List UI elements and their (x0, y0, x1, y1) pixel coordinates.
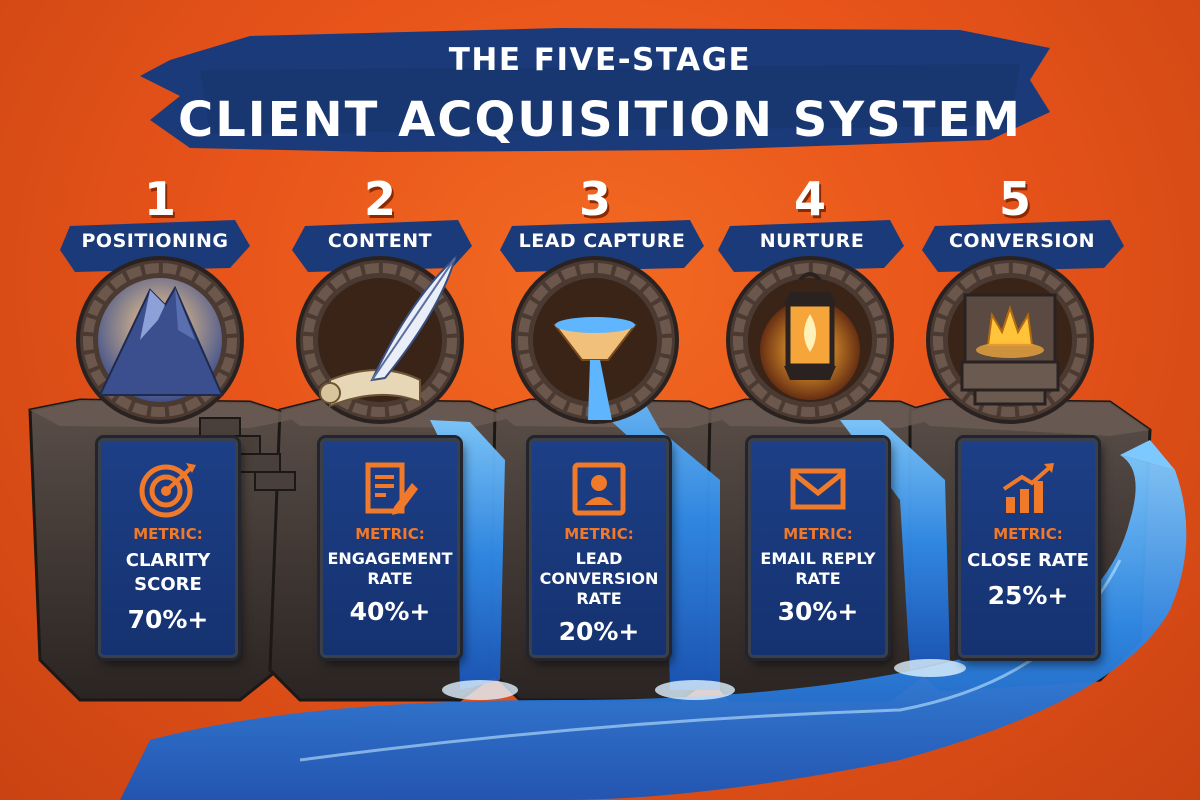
stage-3-label: LEAD CAPTURE (518, 230, 686, 252)
page-title: CLIENT ACQUISITION SYSTEM (177, 92, 1022, 148)
metric-value: 40%+ (349, 597, 431, 626)
stage-3-number: 3 (578, 172, 611, 226)
target-icon (139, 463, 196, 518)
metric-label: METRIC: (993, 525, 1063, 543)
metric-name: LEAD CONVERSION RATE (539, 549, 659, 608)
throne-scene (948, 278, 1072, 406)
stage-2-label: CONTENT (327, 230, 433, 252)
stage-1-number: 1 (143, 172, 176, 226)
metric-label: METRIC: (564, 525, 634, 543)
metric-value: 25%+ (987, 581, 1069, 610)
title-line-1: THE FIVE-STAGE (448, 42, 752, 78)
stage-3-metric-card: METRIC: LEAD CONVERSION RATE 20%+ (529, 438, 669, 658)
stage-4-label: NURTURE (759, 230, 865, 252)
metric-name: ENGAGEMENT RATE (327, 549, 453, 588)
metric-label: METRIC: (133, 525, 203, 543)
stage-2-number: 2 (363, 172, 396, 226)
stage-2-metric-card: METRIC: ENGAGEMENT RATE 40%+ (320, 438, 460, 658)
stage-1-metric-card: METRIC: CLARITY SCORE 70%+ (98, 438, 238, 658)
quill-scene (318, 254, 457, 408)
metric-value: 30%+ (777, 597, 859, 626)
stage-4-number: 4 (793, 172, 826, 226)
funnel-scene (533, 278, 657, 420)
stage-5-metric-card: METRIC: CLOSE RATE 25%+ (958, 438, 1098, 658)
metric-value: 20%+ (558, 617, 640, 646)
metric-label: METRIC: (355, 525, 425, 543)
metric-label: METRIC: (783, 525, 853, 543)
stage-5-label: CONVERSION (948, 230, 1096, 252)
growth-chart-icon (1002, 463, 1054, 513)
metric-value: 70%+ (127, 605, 209, 634)
river (120, 455, 1187, 800)
metric-name: CLOSE RATE (967, 550, 1089, 571)
stage-4-metric-card: METRIC: EMAIL REPLY RATE 30%+ (748, 438, 888, 658)
user-portrait-icon (572, 462, 626, 516)
title-block: THE FIVE-STAGE CLIENT ACQUISITION SYSTEM (0, 18, 1200, 148)
lantern-scene (748, 272, 872, 402)
label-banners (60, 220, 1124, 272)
waterfalls (430, 350, 950, 690)
title-banner (140, 28, 1050, 152)
metric-name: CLARITY SCORE (125, 550, 211, 595)
mountain-scene (98, 278, 224, 402)
document-edit-icon (365, 462, 418, 515)
metric-name: EMAIL REPLY RATE (760, 549, 876, 588)
envelope-icon (790, 468, 846, 510)
stage-1-label: POSITIONING (81, 230, 229, 252)
stage-5-number: 5 (998, 172, 1031, 226)
